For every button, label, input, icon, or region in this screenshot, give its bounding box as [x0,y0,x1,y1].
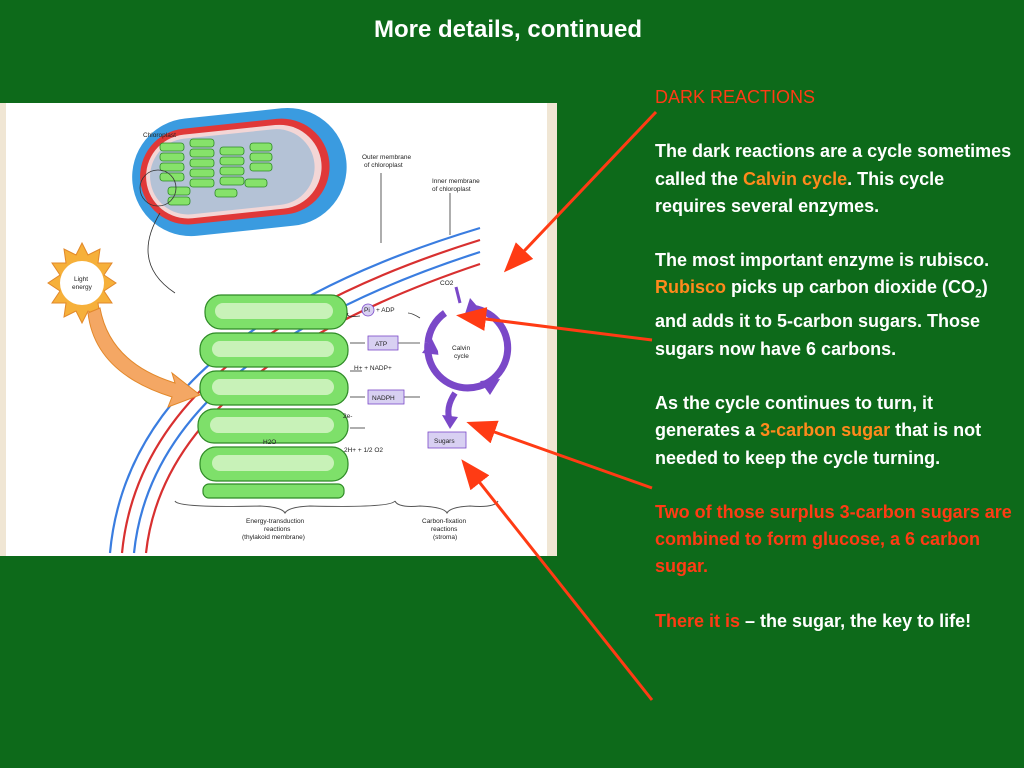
paragraph-conclusion: There it is – the sugar, the key to life… [655,608,1017,635]
explanation-text: DARK REACTIONS The dark reactions are a … [655,84,1017,662]
paragraph-calvin: The dark reactions are a cycle sometimes… [655,138,1017,220]
arrow-to-sugars [466,420,653,490]
arrow-to-sugar-output [461,459,654,701]
section-heading: DARK REACTIONS [655,87,816,107]
label-nadph: NADPH [372,395,395,402]
paragraph-glucose: Two of those surplus 3-carbon sugars are… [655,501,1012,577]
three-carbon-sugar-term: 3-carbon sugar [760,420,891,441]
p2-text-a: The most important enzyme is rubisco. [655,250,990,271]
slide-title: More details, continued [373,16,643,43]
label-carbon-reactions: reactions [431,526,458,533]
calvin-cycle-term: Calvin cycle [743,168,848,189]
label-co2: CO2 [440,280,454,287]
label-light: Light [74,276,88,283]
arrow-to-rubisco [456,307,653,342]
p3-text-b: that is not needed to keep the cycle tur… [655,420,982,468]
chloroplast-illustration [132,107,347,237]
p5-text: – the sugar, the key to life! [740,610,972,631]
p2-text-c: ) and adds it to 5-carbon sugars. Those … [655,277,988,359]
label-plus-adp: + ADP [376,307,395,314]
label-h-nadp: H+ + NADP+ [354,365,392,372]
label-stroma: (stroma) [433,534,457,541]
label-calvin: Calvin [452,345,470,352]
label-sugars: Sugars [434,438,455,445]
label-atp: ATP [375,341,387,348]
label-pi: Pi [364,307,370,314]
label-inner-membrane: Inner membrane [432,178,480,185]
light-energy-burst [47,241,117,325]
co2-subscript: 2 [975,287,982,302]
p3-text-a: As the cycle continues to turn, it gener… [655,392,934,441]
p1-text-b: . This cycle requires several enzymes. [655,168,945,216]
paragraph-rubisco: The most important enzyme is rubisco. Ru… [655,247,1017,363]
label-energy-transduction: Energy-transduction [246,518,305,525]
calvin-cycle-diagram [422,286,512,429]
label-oxygen: 2H+ + 1/2 O2 [344,447,383,454]
paragraph-three-carbon: As the cycle continues to turn, it gener… [655,390,1017,472]
label-thylakoid-membrane: (thylakoid membrane) [242,534,305,541]
label-chloroplast: Chloroplast [143,132,176,139]
label-energy-reactions: reactions [264,526,291,533]
label-h2o: H2O [263,439,276,446]
p1-text-a: The dark reactions are a cycle sometimes… [655,141,1012,189]
rubisco-term: Rubisco [655,277,727,298]
label-energy: energy [72,284,93,291]
arrow-to-cycle [503,110,658,273]
label-cycle: cycle [454,353,469,360]
p2-text-b: picks up carbon dioxide (CO [726,277,976,298]
there-it-is-term: There it is [655,610,741,631]
label-electrons: 2e- [343,413,352,420]
label-carbon-fixation: Carbon-fixation [422,518,466,525]
diagram-svg: Chloroplast Outer membrane of chloroplas… [47,107,512,554]
label-inner-membrane-2: of chloroplast [432,186,471,193]
label-outer-membrane: Outer membrane [362,154,412,161]
label-outer-membrane-2: of chloroplast [364,162,403,169]
